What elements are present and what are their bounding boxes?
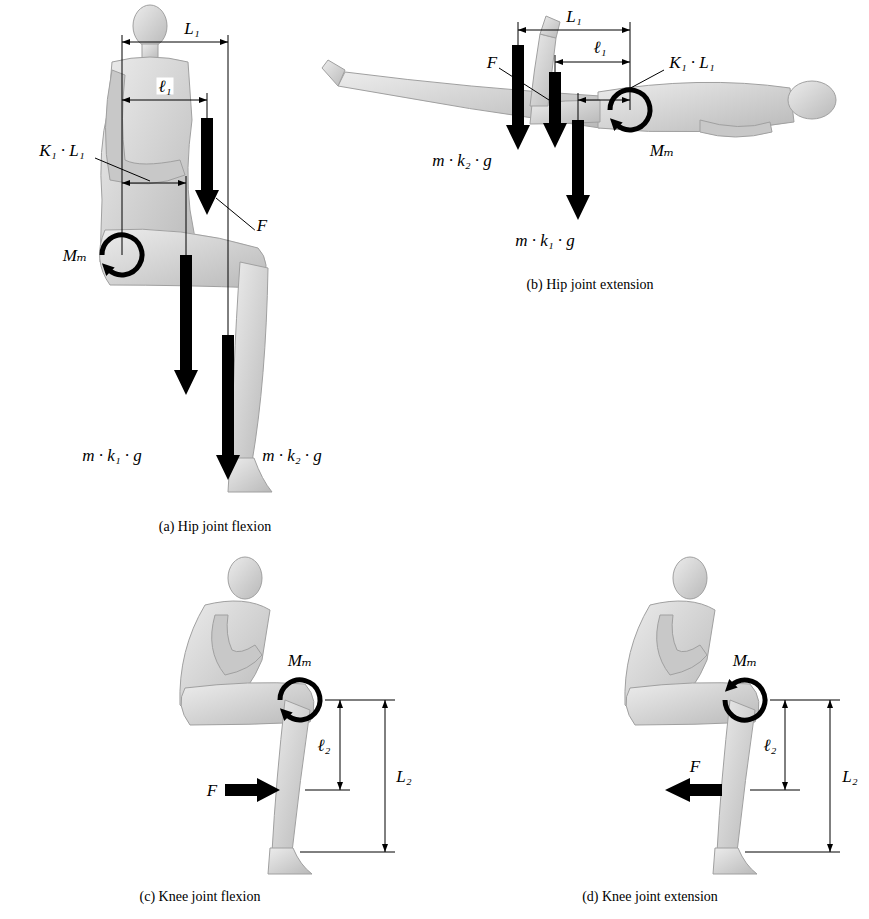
reference-line xyxy=(305,790,350,791)
dimension-line xyxy=(785,700,786,790)
moment-label: Mₘ xyxy=(648,142,677,159)
panel-caption: (a) Hip joint flexion xyxy=(157,520,273,534)
dimension-line xyxy=(578,100,630,101)
moment-arrows xyxy=(102,90,765,720)
weight-arrow xyxy=(506,45,530,150)
force-arrow xyxy=(225,778,280,802)
dimension-line xyxy=(122,183,186,184)
reference-line xyxy=(300,852,395,853)
head xyxy=(133,5,167,47)
weight-arrow xyxy=(216,335,240,480)
moment-label: Mₘ xyxy=(731,652,760,669)
extension-line xyxy=(518,22,519,45)
leader-line xyxy=(95,158,150,181)
dimension-line xyxy=(518,30,630,31)
reference-line xyxy=(630,22,631,110)
extension-line xyxy=(207,93,208,118)
dimension-label: L₁ xyxy=(564,8,583,25)
dimension-label: L₂ xyxy=(840,768,859,785)
seated-figure xyxy=(100,5,272,492)
moment-label: Mₘ xyxy=(286,652,315,669)
head xyxy=(788,81,836,119)
reference-line xyxy=(122,35,123,255)
weight-label: m · k₁ · g xyxy=(80,447,144,464)
dimension-line xyxy=(555,62,630,63)
force-label: F xyxy=(485,54,499,71)
dimension-label: ℓ₂ xyxy=(762,737,779,754)
reference-line xyxy=(745,852,840,853)
moment-arrow xyxy=(610,90,650,130)
arm xyxy=(212,615,262,675)
extension-line xyxy=(555,55,556,72)
extension-line xyxy=(578,93,579,120)
force-arrows xyxy=(174,45,722,802)
force-label: F xyxy=(688,758,702,775)
dimension-lines xyxy=(95,22,840,852)
dimension-label: ℓ₁ xyxy=(157,78,174,95)
force-arrow xyxy=(543,72,567,148)
dimension-label: K₁ · L₁ xyxy=(37,142,86,159)
force-arrow xyxy=(195,118,219,215)
panel-caption: (c) Knee joint flexion xyxy=(138,890,263,904)
dimension-label: ℓ₂ xyxy=(316,737,333,754)
dimension-line xyxy=(385,700,386,852)
moment-arrow xyxy=(102,235,142,275)
weight-label: m · k₂ · g xyxy=(260,447,324,464)
dimension-line xyxy=(122,100,207,101)
weight-label: m · k₁ · g xyxy=(513,232,577,249)
dimension-label: K₁ · L₁ xyxy=(667,54,716,71)
lower-leg xyxy=(272,700,310,852)
extension-line xyxy=(186,176,187,255)
foot xyxy=(322,60,345,86)
extension-line xyxy=(228,35,229,335)
force-label: F xyxy=(255,217,269,234)
dimension-label: L₂ xyxy=(394,768,413,785)
dimension-line xyxy=(122,42,228,43)
arm xyxy=(700,120,772,137)
weight-label: m · k₂ · g xyxy=(430,152,494,169)
moment-arrow xyxy=(280,680,320,720)
head xyxy=(228,557,262,599)
moment-label: Mₘ xyxy=(61,247,90,264)
dimension-label: ℓ₁ xyxy=(592,39,609,56)
prone-figure xyxy=(322,16,836,137)
weight-arrow xyxy=(566,120,590,220)
force-arrow xyxy=(665,778,722,802)
seated-figure xyxy=(180,557,314,874)
dimension-label: L₁ xyxy=(182,20,201,37)
leader-line xyxy=(216,198,256,231)
seated-figure xyxy=(625,557,759,874)
panel-caption: (b) Hip joint extension xyxy=(524,278,655,292)
moment-arrow xyxy=(725,680,765,720)
panel-caption: (d) Knee joint extension xyxy=(580,890,720,904)
reference-line xyxy=(750,790,800,791)
foot xyxy=(540,16,560,38)
dimension-line xyxy=(340,700,341,790)
lower-leg xyxy=(232,262,268,462)
force-label: F xyxy=(205,782,219,799)
weight-arrow xyxy=(174,255,198,395)
dimension-line xyxy=(830,700,831,852)
